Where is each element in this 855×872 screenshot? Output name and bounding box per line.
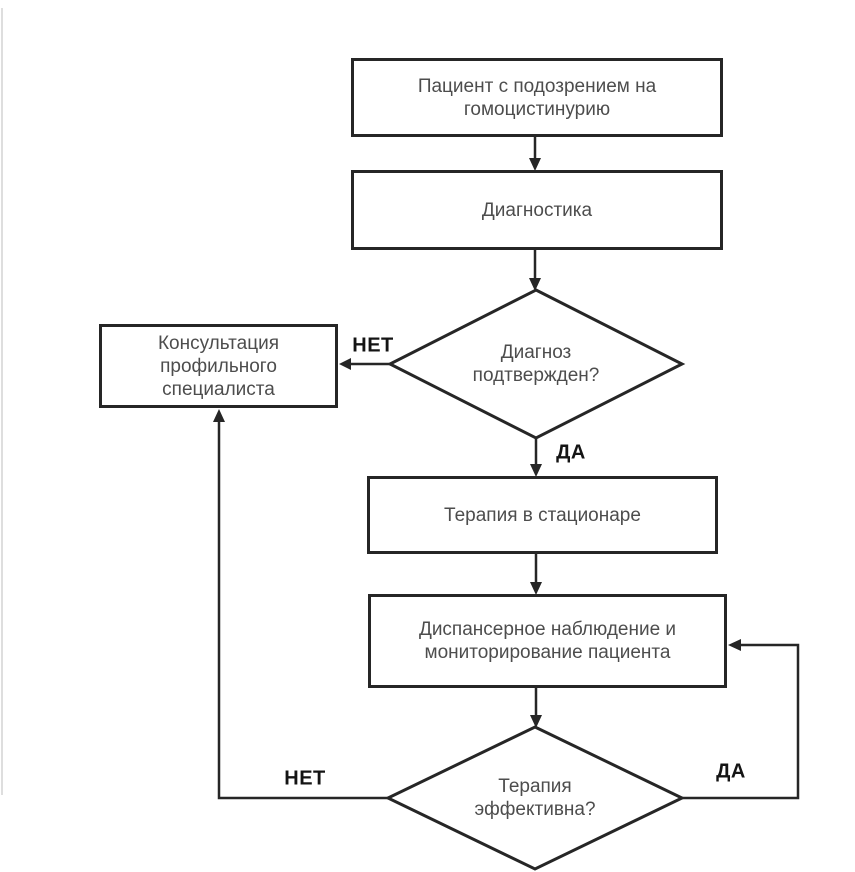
arrowhead-down-4 — [530, 582, 542, 595]
arrowhead-down-2 — [529, 278, 541, 291]
node-inpatient-therapy: Терапия в стационаре — [367, 476, 718, 554]
arrowhead-left-consult — [339, 358, 351, 370]
decision-diagnosis-confirmed-shape — [386, 288, 686, 440]
node-patient-suspected-label: Пациент с подозрением на гомоцистинурию — [417, 75, 657, 120]
edge-label-confirmed-yes: ДА — [556, 441, 586, 464]
arrowhead-left-followup — [728, 639, 741, 651]
edge-label-effective-yes: ДА — [716, 760, 746, 783]
node-specialist-consultation: Консультация профильного специалиста — [99, 324, 338, 408]
node-diagnostics: Диагностика — [351, 170, 723, 250]
edge-effective-yes-followup — [682, 643, 800, 800]
arrowhead-down-3 — [530, 464, 542, 477]
arrowhead-up-consult — [213, 409, 225, 422]
decision-therapy-effective-shape — [384, 725, 686, 871]
arrowhead-down-5 — [530, 715, 542, 728]
edge-label-confirmed-no: НЕТ — [352, 334, 394, 357]
node-inpatient-therapy-label: Терапия в стационаре — [444, 504, 641, 526]
node-specialist-consultation-label: Консультация профильного специалиста — [157, 332, 280, 400]
node-diagnostics-label: Диагностика — [481, 199, 593, 221]
arrowhead-down-1 — [529, 158, 541, 171]
edge-label-effective-no: НЕТ — [284, 767, 326, 790]
node-dispensary-monitoring: Диспансерное наблюдение и мониторировани… — [368, 594, 727, 688]
edge-effective-no-consult — [217, 421, 388, 800]
node-dispensary-monitoring-label: Диспансерное наблюдение и мониторировани… — [418, 619, 677, 663]
node-patient-suspected: Пациент с подозрением на гомоцистинурию — [351, 58, 723, 137]
